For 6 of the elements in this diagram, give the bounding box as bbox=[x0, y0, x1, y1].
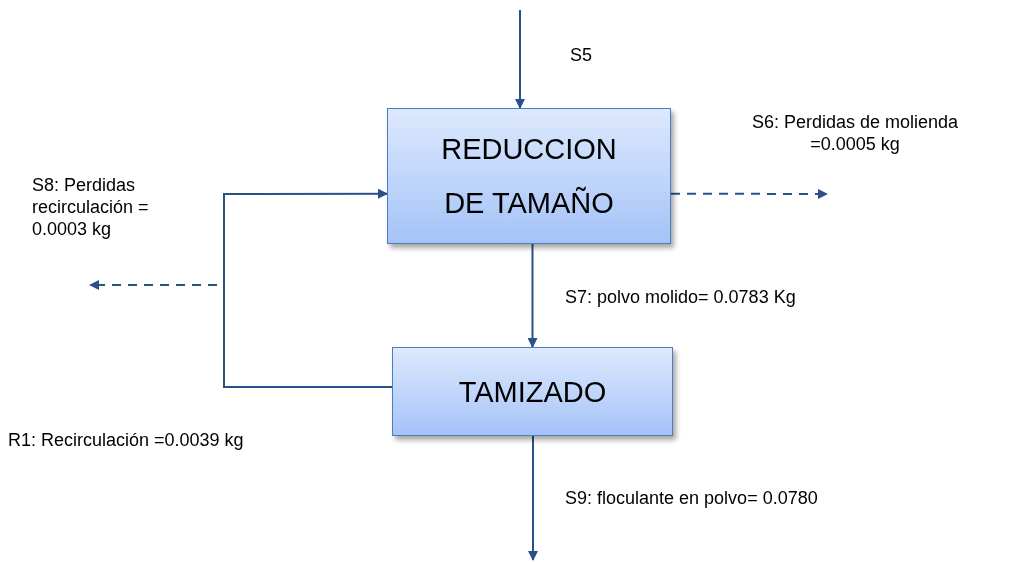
arrow bbox=[528, 435, 538, 561]
arrow bbox=[515, 9, 525, 109]
dashed-arrow bbox=[670, 189, 828, 199]
process-box: REDUCCION DE TAMAÑO bbox=[387, 108, 671, 244]
process-box: TAMIZADO bbox=[392, 347, 673, 436]
arrow bbox=[527, 243, 538, 348]
